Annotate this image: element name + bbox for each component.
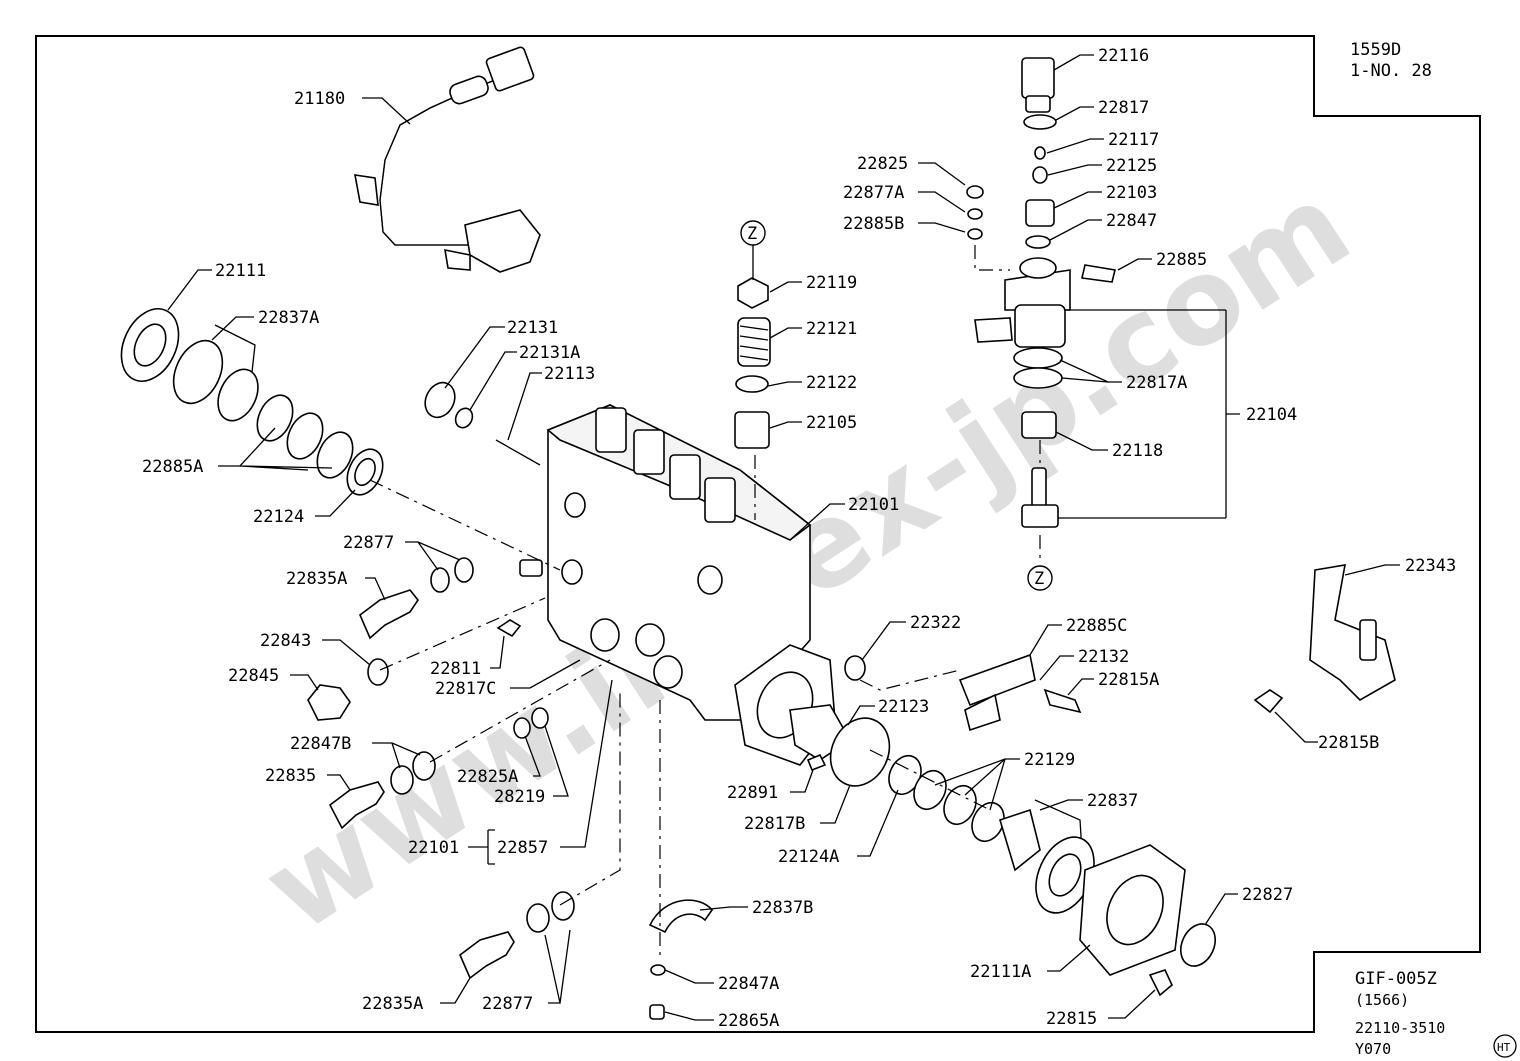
label-22111: 22111: [215, 261, 266, 281]
label-22101-left: 22101: [408, 838, 459, 858]
label-22123: 22123: [878, 697, 929, 717]
label-22101: 22101: [848, 495, 899, 515]
label-22817: 22817: [1098, 98, 1149, 118]
label-22118: 22118: [1112, 441, 1163, 461]
label-22885A: 22885A: [142, 457, 203, 477]
part-shapes: [120, 46, 1396, 1020]
label-22125: 22125: [1106, 156, 1157, 176]
label-22119: 22119: [806, 273, 857, 293]
label-22131A: 22131A: [519, 343, 580, 363]
label-22121: 22121: [806, 319, 857, 339]
label-21180: 21180: [294, 89, 345, 109]
label-22811: 22811: [430, 659, 481, 679]
top-right-reference: 1559D 1-NO. 28: [1350, 40, 1432, 81]
label-22891: 22891: [727, 783, 778, 803]
label-22845: 22845: [228, 666, 279, 686]
leader-lines: [167, 54, 1400, 1021]
diagram-frame: [35, 35, 1481, 1033]
ref-number: 1-NO. 28: [1350, 61, 1432, 81]
svg-text:Z: Z: [1034, 569, 1044, 589]
label-22815A: 22815A: [1098, 670, 1159, 690]
label-22104: 22104: [1246, 405, 1297, 425]
label-22857: 22857: [497, 838, 548, 858]
label-22837A: 22837A: [258, 308, 319, 328]
label-22815: 22815: [1046, 1009, 1097, 1029]
ref-code: 1559D: [1350, 40, 1401, 60]
label-22877-top: 22877: [343, 533, 394, 553]
label-22817A: 22817A: [1126, 373, 1187, 393]
figure-code: GIF-005Z: [1355, 969, 1437, 989]
label-28219: 28219: [494, 787, 545, 807]
figure-sub-code: (1566): [1355, 991, 1409, 1009]
label-22847: 22847: [1106, 211, 1157, 231]
label-22885B: 22885B: [843, 214, 904, 234]
label-22129: 22129: [1024, 750, 1075, 770]
label-22847A: 22847A: [718, 974, 779, 994]
label-22343: 22343: [1405, 556, 1456, 576]
ht-badge-text: HT: [1497, 1041, 1511, 1054]
label-22865A: 22865A: [718, 1011, 779, 1031]
label-22847B: 22847B: [290, 734, 351, 754]
label-22825: 22825: [857, 154, 908, 174]
assembly-lines: [369, 245, 1041, 960]
label-22877-bottom: 22877: [482, 994, 533, 1014]
label-22827: 22827: [1242, 885, 1293, 905]
label-22885C: 22885C: [1066, 616, 1127, 636]
label-22111A: 22111A: [970, 962, 1031, 982]
label-22105: 22105: [806, 413, 857, 433]
ht-badge: [1493, 1034, 1517, 1058]
part-assembly-number: 22110-3510: [1355, 1019, 1445, 1037]
label-22835A-bottom: 22835A: [362, 994, 423, 1014]
label-22122: 22122: [806, 373, 857, 393]
label-22837B: 22837B: [752, 898, 813, 918]
label-22132: 22132: [1078, 647, 1129, 667]
label-22835A-top: 22835A: [286, 569, 347, 589]
label-22322: 22322: [910, 613, 961, 633]
z-marker-right: Z: [1027, 565, 1053, 591]
label-22124A: 22124A: [778, 847, 839, 867]
label-22131: 22131: [507, 318, 558, 338]
part-labels: 21180 22111 22837A 22131 22131A 22113 22…: [142, 46, 1456, 1031]
svg-text:Z: Z: [747, 224, 757, 244]
z-marker-top: Z: [740, 220, 766, 280]
label-22113: 22113: [544, 364, 595, 384]
label-22124: 22124: [253, 507, 304, 527]
label-22885: 22885: [1156, 250, 1207, 270]
label-22877A: 22877A: [843, 183, 904, 203]
label-22103: 22103: [1106, 183, 1157, 203]
label-22815B: 22815B: [1318, 733, 1379, 753]
label-22835: 22835: [265, 766, 316, 786]
label-22843: 22843: [260, 631, 311, 651]
label-22817B: 22817B: [744, 814, 805, 834]
label-22817C: 22817C: [435, 679, 496, 699]
label-22837: 22837: [1087, 791, 1138, 811]
model-code: Y070: [1355, 1040, 1391, 1058]
label-22117: 22117: [1108, 130, 1159, 150]
bottom-right-reference: GIF-005Z (1566) 22110-3510 Y070 HT: [1355, 969, 1517, 1058]
label-22116: 22116: [1098, 46, 1149, 66]
label-22825A: 22825A: [457, 767, 518, 787]
